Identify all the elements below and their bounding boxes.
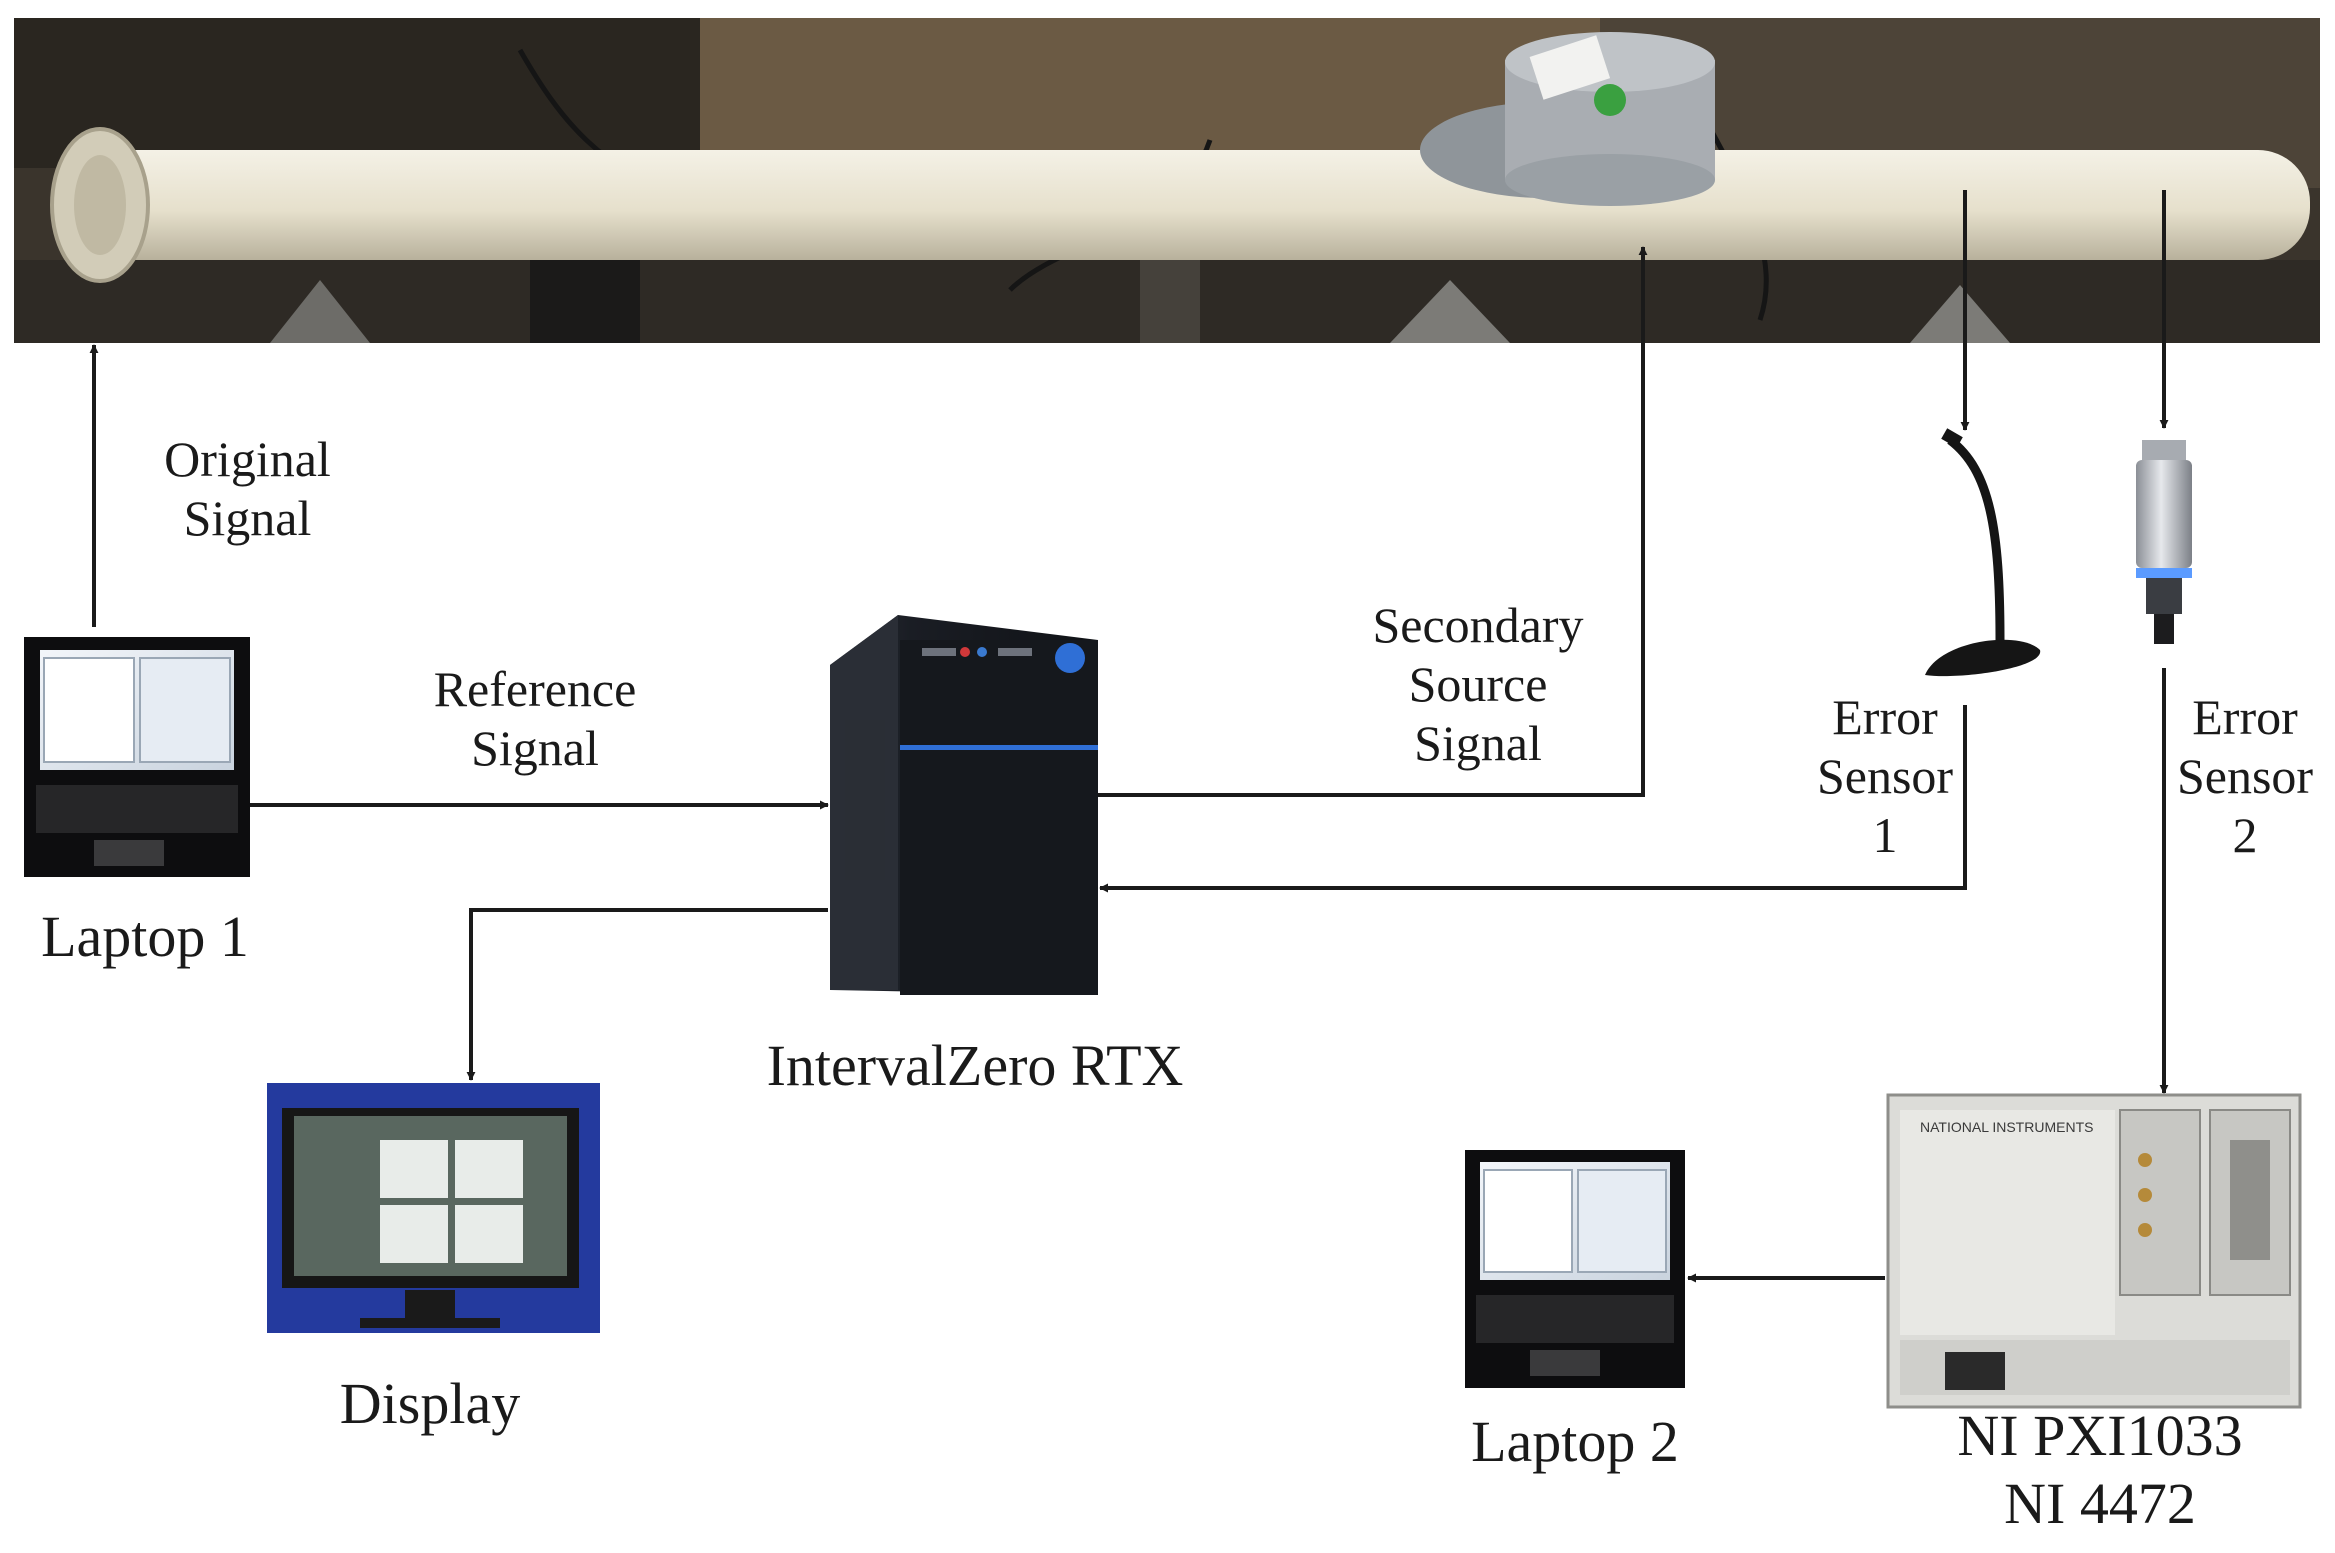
pc-tower-image xyxy=(830,615,1098,995)
laptop-1-image xyxy=(24,637,250,877)
label-error-sensor-1: Error Sensor 1 xyxy=(1816,689,1954,863)
display-monitor-image xyxy=(267,1083,600,1333)
connectors xyxy=(89,190,2169,1283)
pipe-photo xyxy=(14,18,2320,343)
arrow-secondary-source-signal xyxy=(1098,246,1648,797)
label-error-sensor-2: Error Sensor 2 xyxy=(2176,689,2314,863)
sensor-2-image xyxy=(2136,440,2192,644)
svg-text:NATIONAL INSTRUMENTS: NATIONAL INSTRUMENTS xyxy=(1920,1119,2093,1135)
microphone-image xyxy=(1925,428,2041,677)
label-reference-signal: Reference Signal xyxy=(433,661,637,776)
label-ni-device: NI PXI1033 NI 4472 xyxy=(1957,1403,2243,1537)
label-display: Display xyxy=(339,1371,521,1436)
label-original-signal: Original Signal xyxy=(164,431,331,546)
label-secondary-source-signal: Secondary Source Signal xyxy=(1372,597,1584,771)
label-intervalzero-rtx: IntervalZero RTX xyxy=(766,1033,1184,1098)
label-laptop-2: Laptop 2 xyxy=(1471,1409,1679,1474)
arrow-error-sensor-1-feedback xyxy=(1099,705,1967,893)
ni-pxi-chassis-image: NATIONAL INSTRUMENTS xyxy=(1886,1093,2302,1409)
label-laptop-1: Laptop 1 xyxy=(41,904,249,969)
laptop-2-image xyxy=(1465,1150,1685,1388)
arrow-to-display xyxy=(466,908,828,1081)
